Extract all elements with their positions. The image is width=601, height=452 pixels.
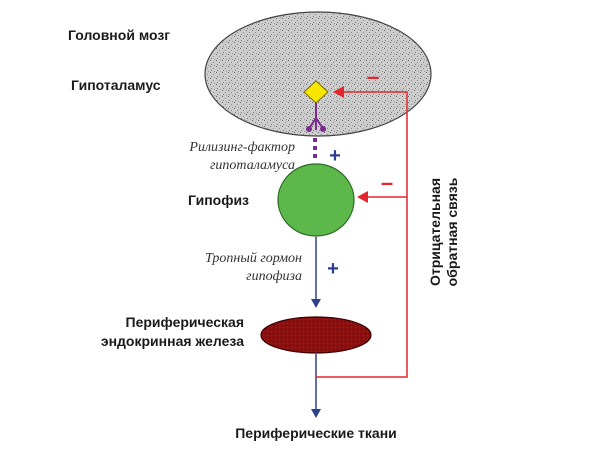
tropic-hormone-label-line2: гипофиза <box>246 269 302 284</box>
minus-sign-pituitary: – <box>381 170 393 195</box>
pituitary-circle <box>277 163 355 237</box>
pituitary-label: Гипофиз <box>188 192 249 208</box>
plus-sign-releasing: + <box>329 145 341 167</box>
feedback-loop <box>316 91 408 378</box>
gland-label-line2: эндокринная железа <box>101 333 244 349</box>
tropic-hormone-label-line1: Тропный гормон <box>205 251 302 266</box>
tissues-label: Периферические ткани <box>235 425 397 441</box>
brain-ellipse <box>204 11 432 137</box>
feedback-label: Отрицательная обратная связь <box>427 177 460 286</box>
gland-label-line1: Периферическая <box>126 314 245 330</box>
hypothalamus-label: Гипоталамус <box>71 77 161 93</box>
releasing-factor-dots <box>313 138 317 158</box>
neuron-terminal-icon <box>306 103 326 132</box>
tropic-arrow-head <box>311 299 321 308</box>
feedback-arrow-head-hypothalamus <box>333 86 344 98</box>
releasing-factor-label-line2: гипоталамуса <box>210 158 295 173</box>
minus-sign-hypothalamus: – <box>367 64 379 89</box>
plus-sign-tropic: + <box>327 258 339 280</box>
peripheral-gland-ellipse <box>260 316 372 354</box>
feedback-label-line1: Отрицательная <box>427 178 443 286</box>
releasing-factor-label-line1: Рилизинг-фактор <box>188 140 295 155</box>
effect-arrow-head <box>311 409 321 418</box>
feedback-label-line2: обратная связь <box>444 177 460 286</box>
brain-label: Головной мозг <box>68 27 170 43</box>
feedback-arrow-head-pituitary <box>357 191 368 203</box>
